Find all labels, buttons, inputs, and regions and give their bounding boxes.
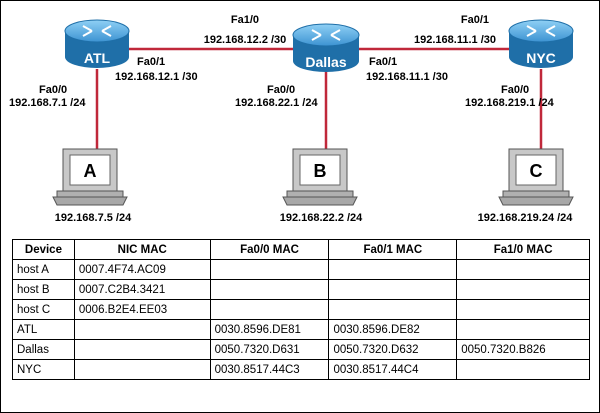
table-cell — [209, 299, 330, 320]
table-cell — [328, 279, 458, 300]
table-cell: host B — [12, 279, 75, 300]
router-dallas-label: Dallas — [305, 54, 346, 70]
table-row: host A 0007.4F74.AC09 — [12, 259, 590, 280]
table-cell: host C — [12, 299, 75, 320]
col-header-fa01-mac: Fa0/1 MAC — [328, 239, 458, 260]
col-header-fa00-mac: Fa0/0 MAC — [209, 239, 330, 260]
table-row: NYC 0030.8517.44C3 0030.8517.44C4 — [12, 359, 590, 380]
table-cell — [209, 279, 330, 300]
table-cell: 0050.7320.B826 — [456, 339, 590, 360]
table-row: host B 0007.C2B4.3421 — [12, 279, 590, 300]
table-cell — [456, 279, 590, 300]
col-header-fa10-mac: Fa1/0 MAC — [456, 239, 590, 260]
iface-dallas-fa10-name: Fa1/0 — [231, 14, 259, 26]
table-cell — [73, 319, 211, 340]
table-cell: host A — [12, 259, 75, 280]
table-cell: 0030.8517.44C3 — [209, 359, 330, 380]
router-arrows-icon — [311, 29, 341, 41]
host-c-letter: C — [530, 161, 543, 181]
table-cell: 0030.8596.DE82 — [328, 319, 458, 340]
table-cell: 0007.C2B4.3421 — [73, 279, 211, 300]
col-header-device: Device — [12, 239, 75, 260]
router-dallas[interactable]: Dallas — [292, 23, 360, 72]
table-cell: NYC — [12, 359, 75, 380]
iface-dallas-fa01-name: Fa0/1 — [369, 56, 397, 68]
host-a-ip: 192.168.7.5 /24 — [55, 212, 132, 224]
router-nyc[interactable]: NYC — [508, 19, 574, 68]
router-nyc-label: NYC — [526, 50, 556, 66]
table-cell: 0006.B2E4.EE03 — [73, 299, 211, 320]
router-atl-label: ATL — [84, 50, 111, 66]
iface-dallas-fa00-ip: 192.168.22.1 /24 — [235, 97, 318, 109]
table-cell: 0050.7320.D631 — [209, 339, 330, 360]
table-cell — [73, 359, 211, 380]
mac-address-table: Device NIC MAC Fa0/0 MAC Fa0/1 MAC Fa1/0… — [12, 239, 590, 380]
table-cell: ATL — [12, 319, 75, 340]
iface-nyc-fa00-name: Fa0/0 — [501, 84, 529, 96]
table-cell — [456, 299, 590, 320]
table-cell — [456, 319, 590, 340]
table-cell — [73, 339, 211, 360]
host-c-ip: 192.168.219.24 /24 — [478, 212, 574, 224]
table-row: Dallas 0050.7320.D631 0050.7320.D632 005… — [12, 339, 590, 360]
host-b-computer[interactable]: B — [282, 148, 358, 206]
table-cell — [328, 259, 458, 280]
iface-dallas-fa00-name: Fa0/0 — [267, 84, 295, 96]
iface-atl-fa01-name: Fa0/1 — [137, 56, 165, 68]
host-b-letter: B — [314, 161, 327, 181]
table-cell — [456, 359, 590, 380]
router-arrows-icon — [526, 25, 556, 37]
table-cell — [456, 259, 590, 280]
table-cell: 0030.8517.44C4 — [328, 359, 458, 380]
network-topology: ATL Dallas NYC — [9, 14, 574, 224]
iface-atl-fa01-ip: 192.168.12.1 /30 — [115, 71, 198, 83]
col-header-nic-mac: NIC MAC — [73, 239, 211, 260]
iface-atl-fa00-name: Fa0/0 — [39, 84, 67, 96]
host-a-computer[interactable]: A — [52, 148, 128, 206]
table-cell: 0007.4F74.AC09 — [73, 259, 211, 280]
iface-atl-fa00-ip: 192.168.7.1 /24 — [9, 97, 86, 109]
router-arrows-icon — [82, 25, 112, 37]
router-atl[interactable]: ATL — [64, 19, 130, 68]
iface-nyc-fa01-ip: 192.168.11.1 /30 — [414, 34, 496, 46]
host-a-letter: A — [84, 161, 97, 181]
iface-dallas-fa10-ip: 192.168.12.2 /30 — [204, 34, 287, 46]
iface-dallas-fa01-ip: 192.168.11.1 /30 — [366, 71, 448, 83]
table-cell: 0050.7320.D632 — [328, 339, 458, 360]
iface-nyc-fa01-name: Fa0/1 — [461, 14, 489, 26]
table-row: ATL 0030.8596.DE81 0030.8596.DE82 — [12, 319, 590, 340]
links — [95, 47, 543, 149]
table-cell — [328, 299, 458, 320]
table-cell: 0030.8596.DE81 — [209, 319, 330, 340]
table-cell: Dallas — [12, 339, 75, 360]
table-cell — [209, 259, 330, 280]
host-b-ip: 192.168.22.2 /24 — [280, 212, 363, 224]
iface-nyc-fa00-ip: 192.168.219.1 /24 — [465, 97, 555, 109]
table-header-row: Device NIC MAC Fa0/0 MAC Fa0/1 MAC Fa1/0… — [12, 239, 590, 260]
table-row: host C 0006.B2E4.EE03 — [12, 299, 590, 320]
host-c-computer[interactable]: C — [498, 148, 574, 206]
